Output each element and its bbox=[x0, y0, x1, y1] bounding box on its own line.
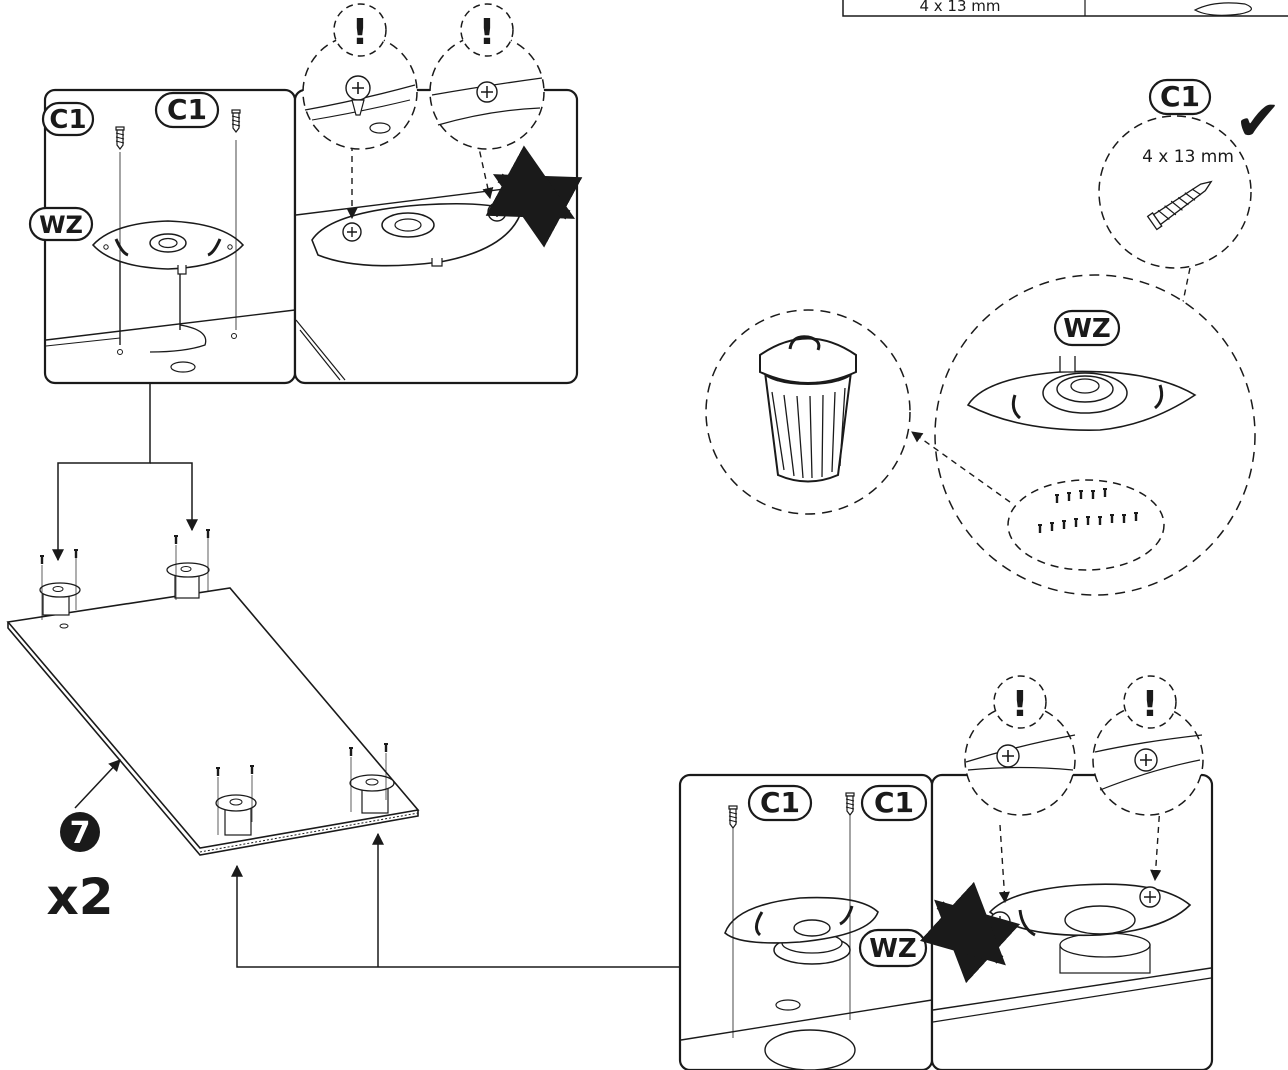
warning-mark: ! bbox=[352, 12, 368, 53]
panel-bottom-left: C1 C1 WZ bbox=[680, 775, 932, 1070]
part-label-c1: C1 bbox=[49, 105, 86, 135]
connector-bottom bbox=[237, 834, 680, 967]
part-label-wz: WZ bbox=[869, 934, 917, 964]
part-label-c1: C1 bbox=[167, 93, 207, 126]
plate-callout: WZ bbox=[912, 275, 1255, 595]
trash-callout bbox=[706, 310, 910, 514]
board-panel bbox=[8, 529, 418, 855]
warning-mark: ! bbox=[1142, 684, 1158, 725]
panel-top-detail: ! ! bbox=[295, 4, 577, 383]
panel-bottom-detail: ! ! bbox=[932, 676, 1212, 1070]
step-number: 7 bbox=[70, 816, 91, 851]
table-size-label: 4 x 13 mm bbox=[919, 0, 1000, 15]
part-label-c1: C1 bbox=[760, 786, 800, 819]
check-mark: ✔ bbox=[1235, 89, 1282, 154]
fitting bbox=[167, 529, 210, 600]
screw-size-table: 4 x 13 mm bbox=[843, 0, 1288, 16]
part-label-wz: WZ bbox=[39, 211, 83, 239]
panel-top-left: C1 C1 WZ bbox=[30, 90, 295, 383]
connector-top bbox=[58, 383, 192, 560]
warning-mark: ! bbox=[1012, 684, 1028, 725]
screw-size-label: 4 x 13 mm bbox=[1142, 147, 1234, 167]
part-label-c1: C1 bbox=[1160, 80, 1200, 113]
part-label-wz: WZ bbox=[1063, 314, 1111, 344]
step-indicator: 7 x2 bbox=[46, 812, 113, 926]
warning-mark: ! bbox=[479, 12, 495, 53]
quantity-label: x2 bbox=[46, 868, 113, 926]
part-label-c1: C1 bbox=[874, 786, 914, 819]
